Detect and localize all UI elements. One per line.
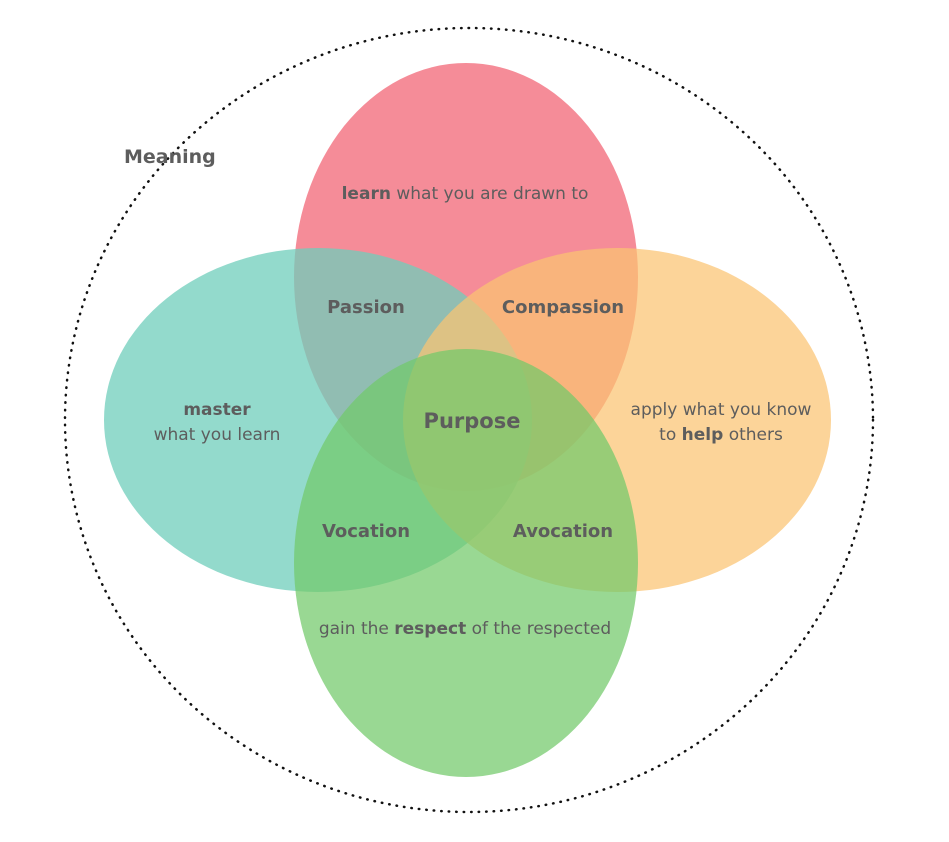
respect-post: of the respected	[472, 619, 612, 639]
master-rest: what you learn	[154, 425, 281, 445]
help-line2: to help others	[659, 425, 783, 445]
purpose-label: Purpose	[424, 409, 521, 433]
master-bold: master	[183, 400, 251, 420]
learn-rest: what you are drawn to	[396, 184, 588, 204]
meaning-label: Meaning	[124, 146, 216, 168]
respect-pre: gain the	[319, 619, 389, 639]
meaning-boundary	[63, 26, 875, 814]
avocation-label: Avocation	[513, 521, 613, 542]
respect-text: gain the respect of the respected	[319, 619, 611, 639]
help-pre: to	[659, 425, 676, 445]
passion-label: Passion	[327, 297, 405, 318]
ellipse-respect	[294, 349, 638, 777]
help-bold: help	[682, 425, 724, 445]
help-line1: apply what you know	[631, 400, 812, 420]
help-post: others	[729, 425, 783, 445]
compassion-label: Compassion	[502, 297, 624, 318]
learn-text: learn what you are drawn to	[342, 184, 589, 204]
respect-bold: respect	[394, 619, 466, 639]
vocation-label: Vocation	[322, 521, 410, 542]
learn-bold: learn	[342, 184, 391, 204]
